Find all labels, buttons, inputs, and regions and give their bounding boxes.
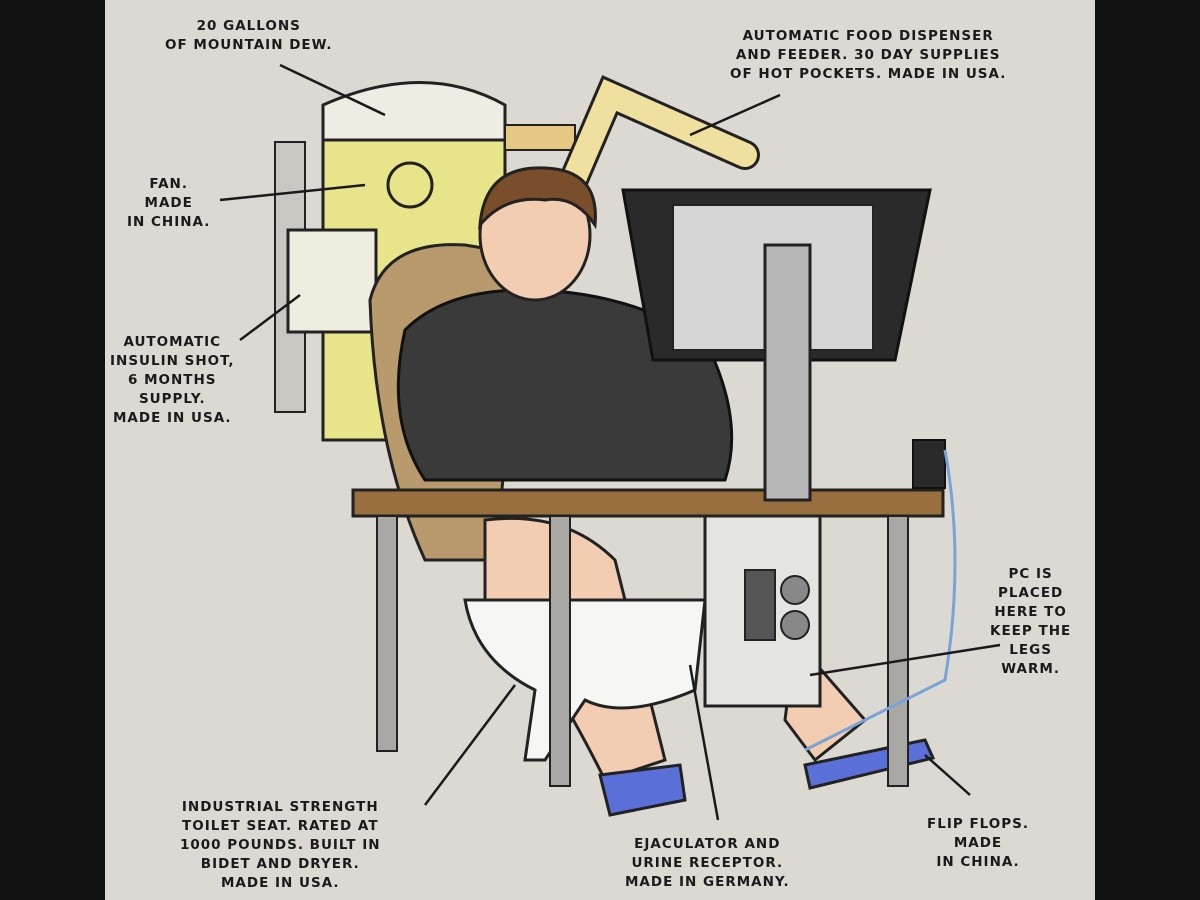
- hot-pockets: [504, 124, 576, 151]
- gamer-setup-drawing: [219, 63, 1001, 821]
- label-line: AUTOMATIC FOOD DISPENSER: [742, 28, 994, 44]
- insulin-box: [286, 228, 378, 334]
- desk: [351, 488, 945, 518]
- label-line: BIDET AND DRYER.: [200, 856, 360, 872]
- label-line: HERE TO: [994, 604, 1067, 620]
- label-line: 20 GALLONS: [196, 18, 301, 34]
- label-toilet: INDUSTRIAL STRENGTH TOILET SEAT. RATED A…: [180, 798, 381, 893]
- label-line: IN CHINA.: [127, 214, 211, 230]
- person-hair: [478, 166, 597, 230]
- leader-lines: [219, 63, 1001, 821]
- label-line: PLACED: [997, 585, 1064, 601]
- label-line: IN CHINA.: [936, 854, 1020, 870]
- label-line: MADE IN GERMANY.: [625, 874, 790, 890]
- label-insulin: AUTOMATIC INSULIN SHOT, 6 MONTHS SUPPLY.…: [110, 333, 235, 428]
- label-line: EJACULATOR AND: [634, 836, 781, 852]
- label-mountain-dew: 20 GALLONS OF MOUNTAIN DEW.: [165, 17, 333, 55]
- label-line: URINE RECEPTOR.: [631, 855, 784, 871]
- label-line: AND FEEDER. 30 DAY SUPPLIES: [735, 47, 1001, 63]
- label-line: LEGS: [1009, 642, 1052, 658]
- label-line: FAN.: [149, 176, 188, 192]
- monitor-stand: [763, 243, 812, 502]
- label-line: MADE: [144, 195, 193, 211]
- label-line: OF HOT POCKETS. MADE IN USA.: [730, 66, 1007, 82]
- illustration: 20 GALLONS OF MOUNTAIN DEW. AUTOMATIC FO…: [105, 0, 1095, 900]
- label-line: AUTOMATIC: [123, 334, 222, 350]
- fan: [386, 161, 434, 209]
- label-food-dispenser: AUTOMATIC FOOD DISPENSER AND FEEDER. 30 …: [730, 27, 1006, 84]
- toilet: [463, 598, 707, 762]
- label-line: 6 MONTHS: [128, 372, 217, 388]
- label-line: MADE: [953, 835, 1003, 851]
- label-line: PC IS: [1008, 566, 1053, 582]
- label-line: MADE IN USA.: [221, 875, 340, 891]
- label-line: INSULIN SHOT,: [110, 353, 235, 369]
- label-flip-flops: FLIP FLOPS. MADE IN CHINA.: [927, 815, 1029, 872]
- label-receptor: EJACULATOR AND URINE RECEPTOR. MADE IN G…: [625, 835, 790, 892]
- router: [912, 439, 946, 489]
- label-fan: FAN. MADE IN CHINA.: [127, 175, 210, 232]
- flip-flop-left: [598, 763, 687, 817]
- label-line: SUPPLY.: [138, 391, 206, 407]
- label-line: TOILET SEAT. RATED AT: [182, 818, 379, 834]
- label-line: WARM.: [1001, 661, 1060, 677]
- label-line: INDUSTRIAL STRENGTH: [181, 799, 379, 815]
- label-line: KEEP THE: [990, 623, 1072, 639]
- label-line: MADE IN USA.: [113, 410, 232, 426]
- label-pc: PC IS PLACED HERE TO KEEP THE LEGS WARM.: [990, 565, 1071, 679]
- label-line: 1000 POUNDS. BUILT IN: [180, 837, 381, 853]
- cable: [804, 449, 957, 752]
- label-line: FLIP FLOPS.: [927, 816, 1030, 832]
- label-line: OF MOUNTAIN DEW.: [165, 37, 333, 53]
